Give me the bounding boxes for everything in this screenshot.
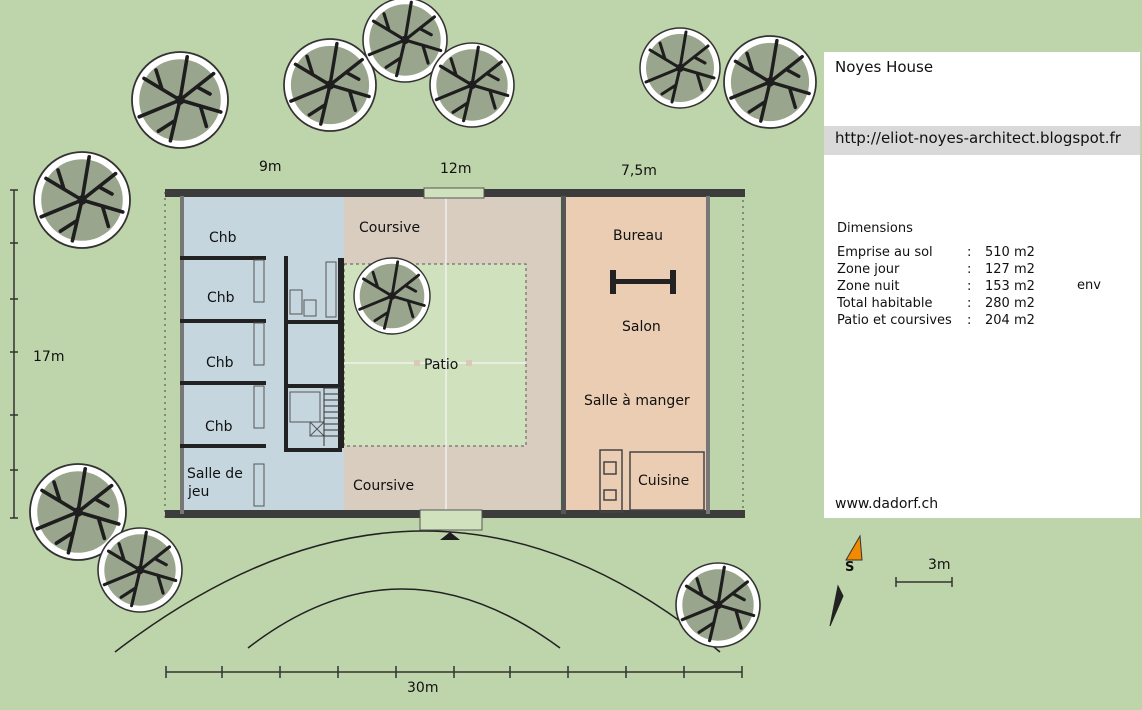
room-bureau: Bureau xyxy=(613,228,663,244)
compass-arrow xyxy=(829,584,844,627)
garden-arc-outer xyxy=(114,530,721,653)
room-salle-a-manger: Salle à manger xyxy=(584,393,690,409)
stairs xyxy=(323,387,340,446)
day-zone xyxy=(565,196,708,514)
room-coursive-top: Coursive xyxy=(359,220,421,236)
garden-arc-inner xyxy=(247,588,561,649)
dim-row: Zone nuit:153 m2 xyxy=(837,279,1035,294)
bedroom-partitions xyxy=(180,256,344,452)
room-salon: Salon xyxy=(622,319,661,335)
house-title: Noyes House xyxy=(835,58,934,76)
dimension-lines xyxy=(10,189,953,678)
dimensions-table: Emprise au sol:510 m2 Zone jour:127 m2 Z… xyxy=(837,244,1055,329)
compass-letter: S xyxy=(845,560,855,575)
room-chb-4: Chb xyxy=(205,419,233,435)
dim-right-wing: 7,5m xyxy=(621,163,657,179)
dim-row: Patio et coursives:204 m2 xyxy=(837,313,1035,328)
dim-row: Emprise au sol:510 m2 xyxy=(837,245,1035,260)
night-zone xyxy=(182,196,344,514)
room-patio: Patio xyxy=(424,357,459,373)
credit[interactable]: www.dadorf.ch xyxy=(835,496,939,512)
compass-tip xyxy=(845,534,863,561)
dim-row: Zone jour:127 m2 xyxy=(837,262,1035,277)
source-link[interactable]: http://eliot-noyes-architect.blogspot.fr xyxy=(835,129,1121,147)
room-cuisine: Cuisine xyxy=(638,473,690,489)
dim-left-wing: 9m xyxy=(259,159,282,175)
dim-scale-bar: 3m xyxy=(928,557,951,573)
dim-row: Total habitable:280 m2 xyxy=(837,296,1035,311)
room-chb-2: Chb xyxy=(207,290,235,306)
env-note: env xyxy=(1077,278,1101,293)
fireplace xyxy=(610,270,676,294)
dim-center: 12m xyxy=(440,161,472,177)
kitchen-fixtures xyxy=(599,449,705,513)
dim-depth: 17m xyxy=(33,349,65,365)
dim-total-length: 30m xyxy=(407,680,439,696)
url-bar xyxy=(824,126,1140,155)
room-salle-de-jeu: Salle de xyxy=(187,466,243,482)
dims-heading: Dimensions xyxy=(837,221,913,236)
patio-tree xyxy=(352,256,432,336)
entrance-bottom xyxy=(419,509,483,531)
room-salle-de-jeu-2: jeu xyxy=(188,484,210,500)
room-chb-1: Chb xyxy=(209,230,237,246)
room-coursive-bottom: Coursive xyxy=(353,478,415,494)
entrance-top xyxy=(423,187,485,199)
entrance-arrow xyxy=(440,532,460,540)
room-chb-3: Chb xyxy=(206,355,234,371)
